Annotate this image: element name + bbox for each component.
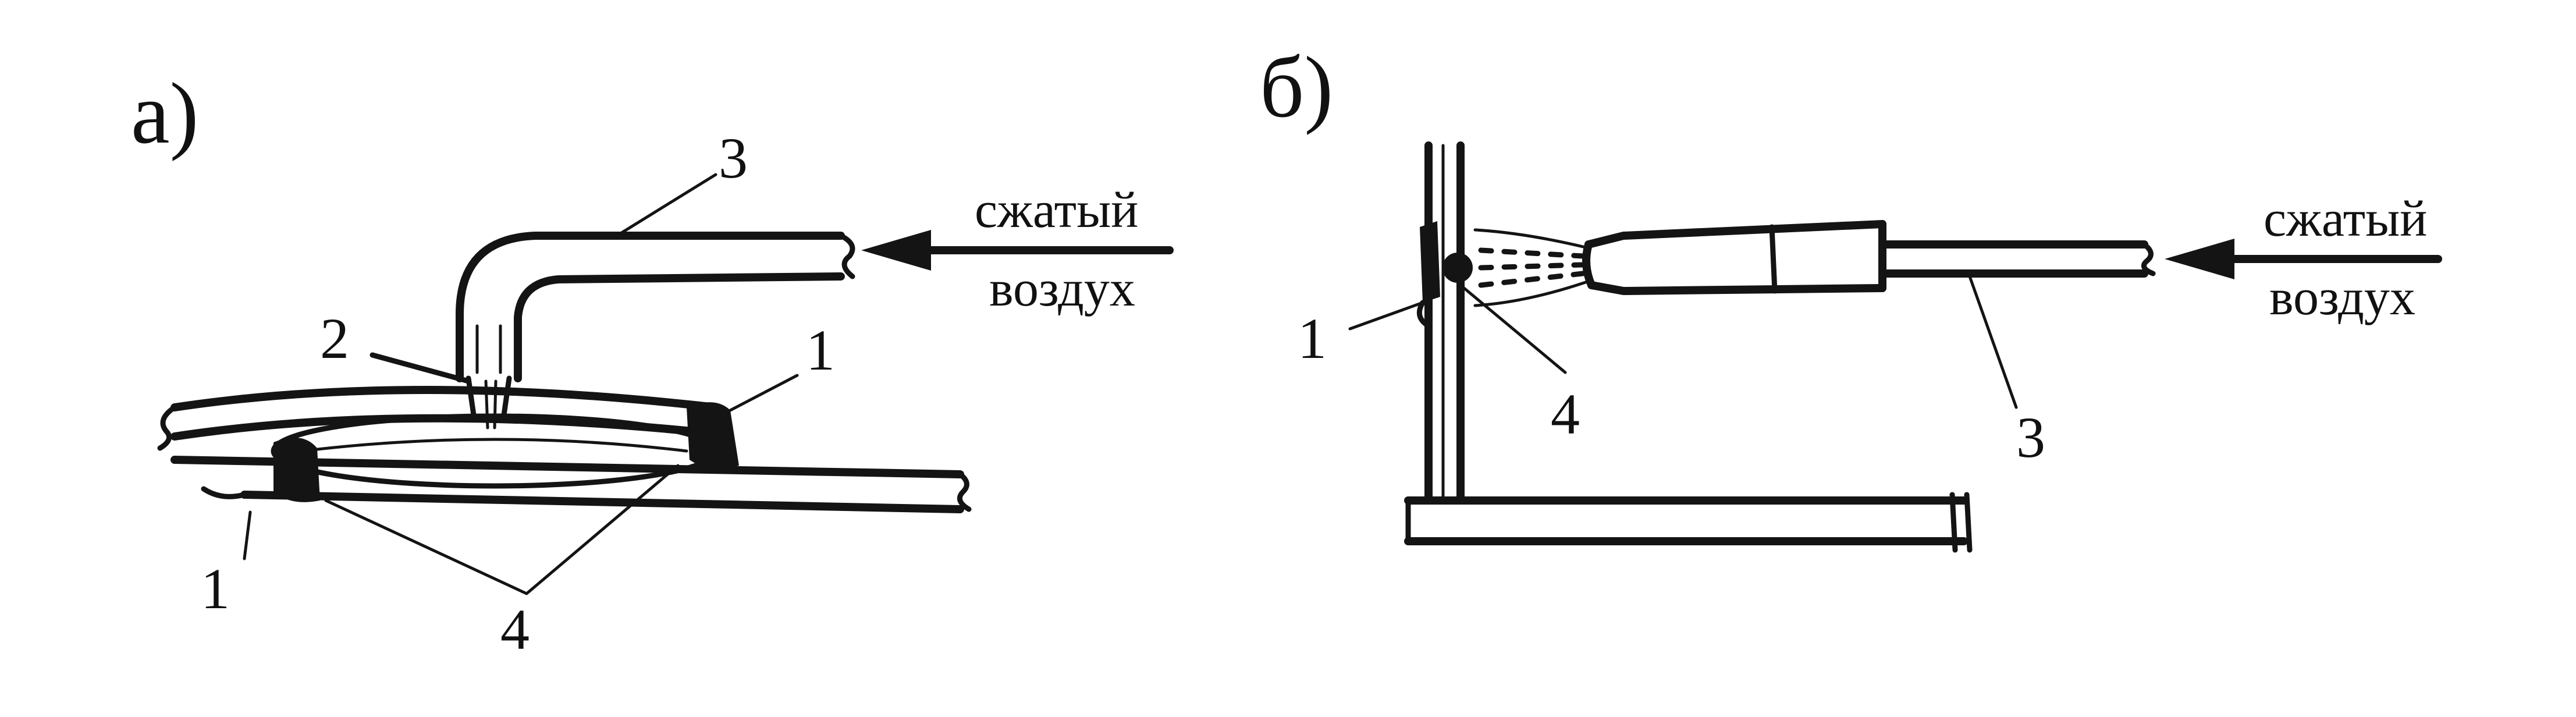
- air-arrow-b: [2165, 239, 2442, 279]
- part-b: [1416, 221, 1440, 329]
- air-text-a-line2: воздух: [989, 261, 1135, 317]
- panel-a: а): [131, 65, 1174, 662]
- label-a-nozzle: 2: [320, 306, 349, 371]
- label-b-tube: 3: [2016, 405, 2045, 470]
- spray-b: [1473, 228, 1587, 307]
- label-a-tube: 3: [719, 126, 748, 190]
- air-arrow-a: [861, 230, 1174, 271]
- base-plate-b: [1404, 492, 1973, 553]
- vertical-plate-b: [1424, 141, 1465, 505]
- label-b-part: 1: [1298, 306, 1327, 371]
- leaders-b: [1348, 275, 2018, 409]
- air-text-b-line2: воздух: [2269, 269, 2415, 326]
- air-text-b-line1: сжатый: [2264, 191, 2427, 247]
- seam-b: [1442, 253, 1473, 283]
- air-text-a-line1: сжатый: [975, 182, 1138, 239]
- label-a-seam: 4: [500, 597, 530, 662]
- panel-b: б): [1260, 39, 2442, 553]
- leaders-a: [243, 173, 799, 595]
- air-tube-a: [456, 232, 855, 382]
- panel-a-label: а): [131, 65, 199, 162]
- label-a-part-left: 1: [201, 556, 230, 621]
- spray-gun-b: [1582, 220, 1886, 295]
- label-a-part-right: 1: [806, 318, 835, 382]
- label-b-seam: 4: [1551, 382, 1580, 446]
- seams-a: [273, 402, 739, 502]
- air-tube-b: [1878, 240, 2156, 278]
- panel-b-label: б): [1260, 39, 1333, 136]
